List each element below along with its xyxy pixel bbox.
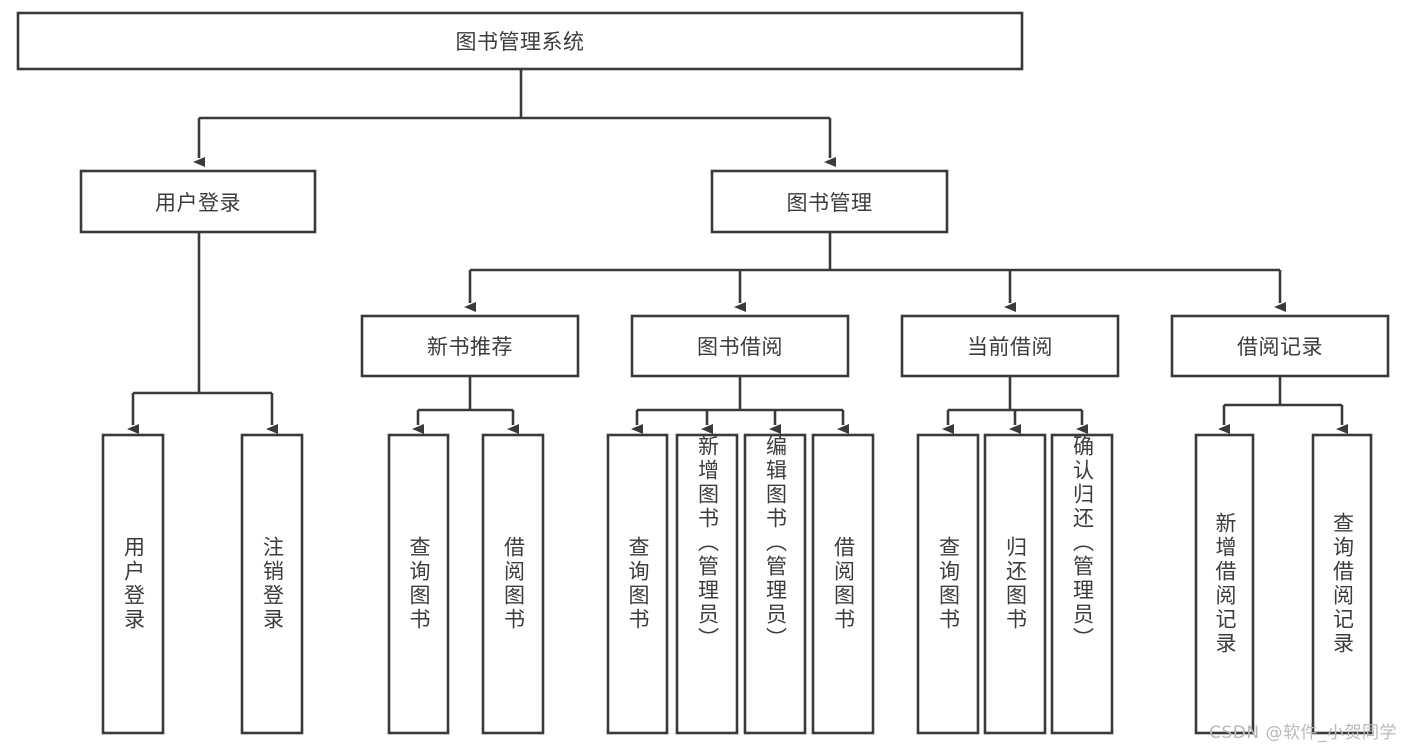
leaf-box-current-borrow-1[interactable] <box>916 433 980 735</box>
node-current-borrow-box[interactable] <box>900 314 1120 378</box>
node-borrow-record-box[interactable] <box>1170 314 1390 378</box>
leaf-box-new-book-1[interactable] <box>387 433 450 735</box>
leaf-box-user-login-2[interactable] <box>240 433 304 735</box>
leaf-box-current-borrow-3[interactable] <box>1050 433 1114 735</box>
node-user-login-box[interactable] <box>79 169 317 234</box>
leaf-box-book-borrow-3[interactable] <box>743 433 807 735</box>
node-root-box[interactable] <box>16 11 1024 71</box>
leaf-box-borrow-record-1[interactable] <box>1194 433 1255 735</box>
leaf-box-new-book-2[interactable] <box>481 433 545 735</box>
node-book-borrow-box[interactable] <box>630 314 850 378</box>
leaf-box-book-borrow-4[interactable] <box>811 433 875 735</box>
leaf-box-book-borrow-2[interactable] <box>675 433 739 735</box>
node-book-manage-box[interactable] <box>710 169 949 234</box>
leaf-box-borrow-record-2[interactable] <box>1311 433 1373 735</box>
leaf-box-current-borrow-2[interactable] <box>983 433 1047 735</box>
leaf-box-user-login-1[interactable] <box>101 433 165 735</box>
leaf-box-book-borrow-1[interactable] <box>606 433 669 735</box>
node-new-book-box[interactable] <box>360 314 580 378</box>
